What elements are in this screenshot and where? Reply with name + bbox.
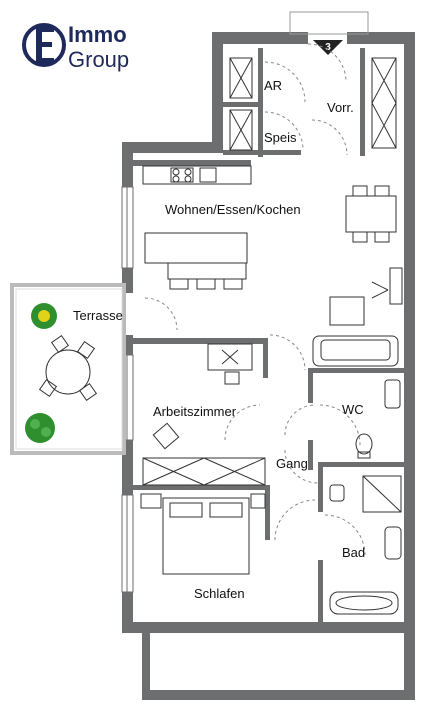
coffee-table — [329, 296, 365, 326]
kitchen-island — [144, 232, 248, 264]
wc-sink — [384, 379, 401, 409]
bathroom-fixtures — [329, 475, 402, 615]
room-label-gang: Gang — [276, 456, 308, 471]
room-label-bad: Bad — [342, 545, 365, 560]
bathtub — [329, 591, 399, 615]
living-furniture — [312, 267, 403, 367]
door-swings — [144, 61, 366, 556]
tv-icon — [389, 267, 403, 305]
kitchen-counter — [142, 165, 252, 290]
room-label-arbeitszimmer: Arbeitszimmer — [153, 404, 237, 419]
room-label-vorr: Vorr. — [327, 100, 354, 115]
plant-icon — [31, 303, 57, 329]
shower — [362, 475, 402, 513]
plant-icon — [25, 413, 55, 443]
toilet-icon — [329, 484, 345, 502]
entrance: 3 — [289, 11, 369, 83]
nightstand — [140, 493, 162, 509]
bed — [162, 497, 250, 575]
shelves — [229, 57, 397, 151]
terrace — [10, 283, 126, 455]
sink-icon — [199, 167, 217, 183]
immo-group-logo: Immo Group — [22, 22, 129, 72]
toilet-icon — [355, 433, 373, 455]
room-label-speis: Speis — [264, 130, 297, 145]
logo-line2: Group — [68, 47, 129, 72]
logo-e-icon — [22, 23, 66, 67]
office-chair — [224, 371, 240, 385]
room-label-terrasse: Terrasse — [73, 308, 123, 323]
armchair — [152, 422, 180, 450]
room-label-wohnen: Wohnen/Essen/Kochen — [165, 202, 301, 217]
entrance-marker: 3 — [325, 42, 331, 53]
wc-fixtures — [355, 379, 401, 459]
stove-icon — [170, 167, 194, 183]
room-label-wc: WC — [342, 402, 364, 417]
room-label-ar: AR — [264, 78, 282, 93]
walls — [122, 32, 415, 700]
office-furniture — [142, 343, 266, 486]
sofa — [312, 335, 399, 367]
desk — [207, 343, 253, 371]
dining-table — [345, 185, 397, 243]
bedroom-furniture — [140, 493, 266, 575]
windows — [121, 186, 134, 593]
wardrobe — [142, 457, 266, 486]
room-labels: AR Vorr. Speis Wohnen/Essen/Kochen Terra… — [73, 78, 365, 601]
terrace-table — [38, 334, 98, 402]
entrance-marker-icon — [313, 40, 343, 55]
bath-sink — [384, 526, 402, 560]
logo-line1: Immo — [68, 22, 127, 47]
nightstand — [250, 493, 266, 509]
room-label-schlafen: Schlafen — [194, 586, 245, 601]
